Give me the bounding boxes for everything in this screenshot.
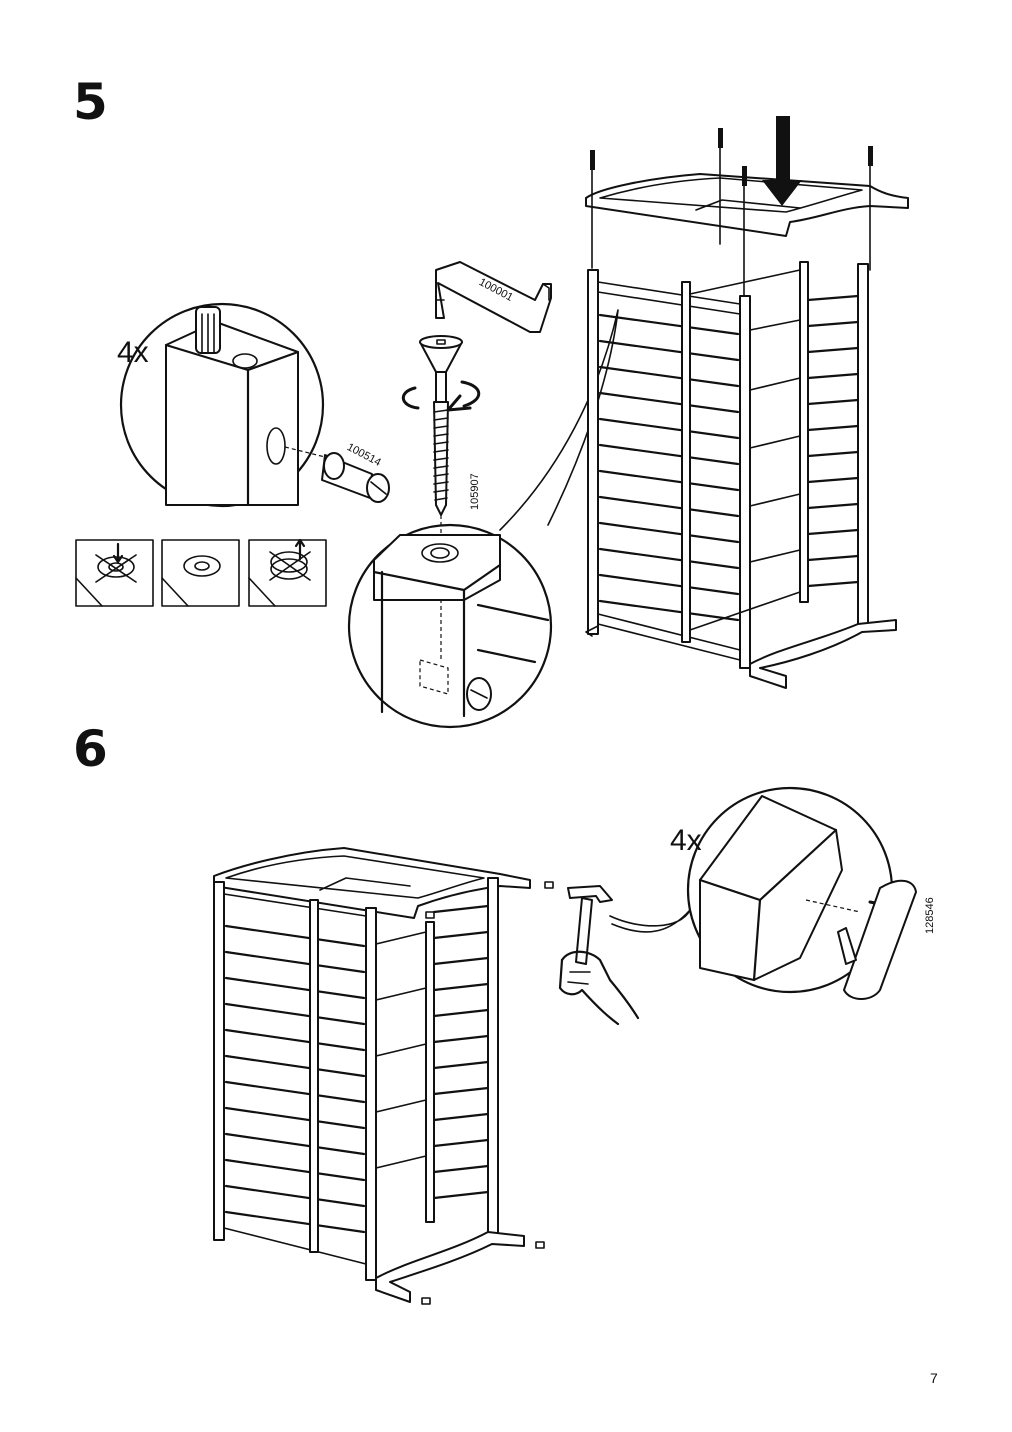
hammer-icon	[558, 885, 640, 1026]
page-number: 7	[930, 1370, 938, 1386]
detail-circle-bolt-joint	[347, 523, 553, 729]
part-number-glide: 128546	[924, 897, 936, 934]
crib-step5	[585, 116, 909, 689]
orientation-thumbnails	[75, 538, 327, 607]
bolt	[401, 335, 481, 660]
allen-key	[435, 261, 552, 333]
detail-circle-glide	[686, 786, 917, 1000]
detail-circle-barrel-nut	[119, 302, 390, 508]
part-number-bolt: 105907	[469, 473, 481, 510]
step-number-6: 6	[73, 720, 108, 778]
detail-quantity-step6: 4x	[670, 824, 702, 857]
detail-quantity-step5: 4x	[117, 336, 149, 369]
crib-step6	[213, 847, 554, 1305]
step-number-5: 5	[73, 73, 108, 131]
